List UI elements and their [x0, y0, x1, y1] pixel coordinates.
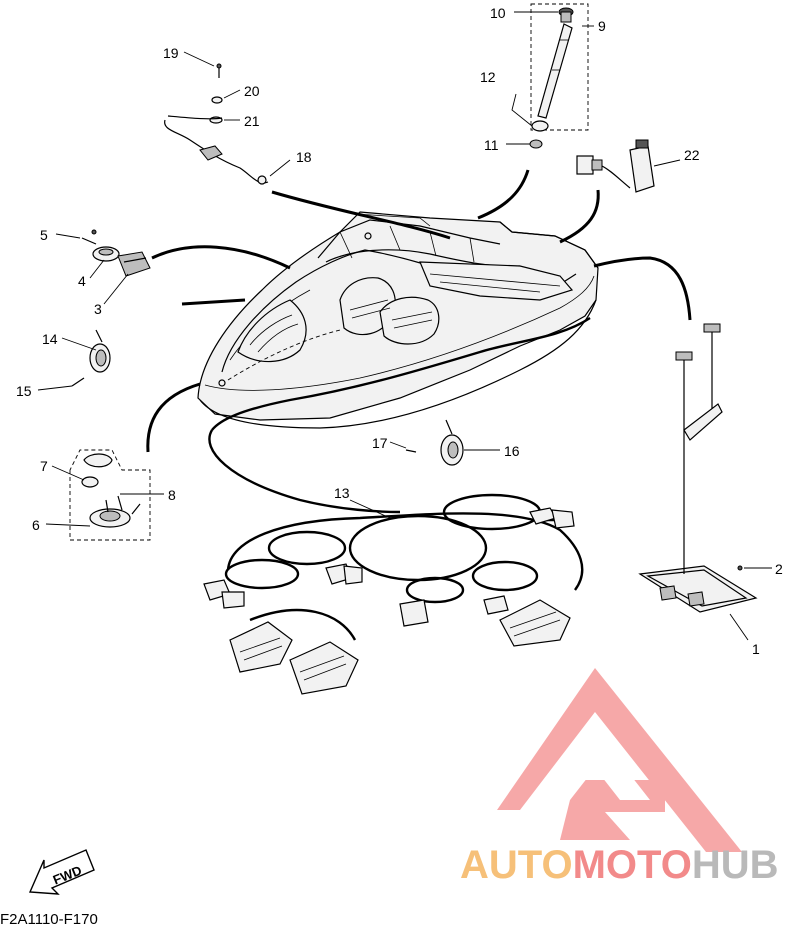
callout-22: 22: [684, 147, 700, 163]
boat-hull: [197, 211, 599, 429]
part-16-cover: [440, 419, 464, 466]
fwd-arrow-icon: FWD: [28, 849, 95, 895]
callout-20: 20: [244, 83, 260, 99]
watermark-logo: [497, 668, 742, 852]
part-17-screw: [405, 449, 417, 453]
connector-group: [203, 507, 575, 695]
callout-18: 18: [296, 149, 312, 165]
part-11-clamp: [529, 120, 549, 149]
part-9-hose: [537, 23, 573, 119]
part-5-screw: [81, 229, 97, 245]
pointer-6-to-boat: [146, 382, 201, 453]
part-13-wire-harness: [208, 317, 591, 641]
callout-19: 19: [163, 45, 179, 61]
callout-11: 11: [484, 137, 499, 153]
callout-8: 8: [168, 487, 176, 503]
callout-2: 2: [775, 561, 783, 577]
pointer-3-to-boat: [151, 245, 291, 270]
callout-16: 16: [504, 443, 520, 459]
part-15-screw: [71, 377, 85, 387]
callout-12: 12: [480, 69, 496, 85]
callout-7: 7: [40, 458, 48, 474]
pointer-18-to-boat: [271, 190, 451, 240]
part-4-cover: [92, 246, 120, 262]
part-18-bracket: [164, 115, 269, 185]
callout-10: 10: [490, 5, 506, 21]
callout-6: 6: [32, 517, 40, 533]
callout-4: 4: [78, 273, 86, 289]
part-7-cap: [81, 453, 113, 488]
pointer-9-to-boat: [477, 169, 530, 220]
part-8-screws: [105, 495, 141, 515]
callout-15: 15: [16, 383, 32, 399]
part-22-sensor: [576, 139, 655, 193]
callout-17: 17: [372, 435, 388, 451]
part-10-cap: [558, 7, 574, 23]
callout-14: 14: [42, 331, 58, 347]
callout-5: 5: [40, 227, 48, 243]
part-14-cover: [89, 329, 111, 373]
leader-lines: [37, 11, 772, 641]
part-20-nut: [211, 96, 223, 104]
callout-1: 1: [752, 641, 760, 657]
part-2-bolt: [737, 565, 743, 571]
pointer-1-to-boat: [593, 256, 692, 321]
part-1-tray: [638, 323, 758, 613]
part-6-fitting: [89, 508, 131, 528]
watermark-text-moto: MOTO: [573, 843, 692, 887]
watermark-triangle: [497, 668, 742, 852]
watermark-text-hub: HUB: [692, 843, 779, 887]
callout-13: 13: [334, 485, 350, 501]
callout-9: 9: [598, 18, 606, 34]
watermark-text-auto: AUTO: [460, 843, 573, 887]
callout-3: 3: [94, 301, 102, 317]
part-19-bolt: [216, 63, 222, 78]
callout-21: 21: [244, 113, 260, 129]
callout-labels: 1 2 3 4 5 6 7 8 9 10 11 12 13 14 15 16 1…: [16, 5, 783, 657]
pointer-22-to-boat: [559, 189, 600, 244]
svg-text:AUTOMOTOHUB: AUTOMOTOHUB: [460, 843, 779, 887]
figure-code: F2A1110-F170: [0, 911, 98, 927]
part-3-switch-unit: [117, 251, 151, 277]
